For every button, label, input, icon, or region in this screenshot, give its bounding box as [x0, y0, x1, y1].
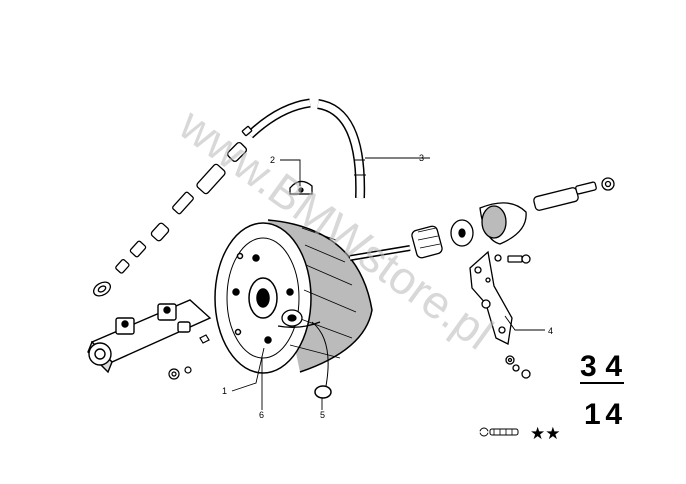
- legend-stars: ★★: [530, 424, 560, 444]
- check-valve-assembly: [92, 125, 253, 297]
- vacuum-connector: [277, 309, 321, 328]
- callout-4: 4: [548, 326, 553, 336]
- callout-3: 3: [419, 153, 424, 163]
- sealing-ring: [311, 321, 332, 399]
- section-number-top: 34: [580, 350, 622, 383]
- section-number-bottom: 14: [584, 398, 622, 431]
- callout-6: 6: [259, 410, 264, 420]
- brake-booster: [214, 219, 411, 374]
- tool-icon: [478, 427, 519, 437]
- master-cylinder-fasteners: [168, 334, 210, 380]
- callout-1: 1: [222, 386, 227, 396]
- callout-5: 5: [320, 410, 325, 420]
- vacuum-hose: [246, 98, 366, 199]
- callout-2: 2: [270, 155, 275, 165]
- mounting-bracket: [469, 250, 531, 379]
- hose-clamp: [289, 180, 313, 195]
- master-cylinder: [87, 299, 212, 374]
- callout-leaders: [231, 157, 545, 410]
- push-rod-assembly: [411, 177, 615, 259]
